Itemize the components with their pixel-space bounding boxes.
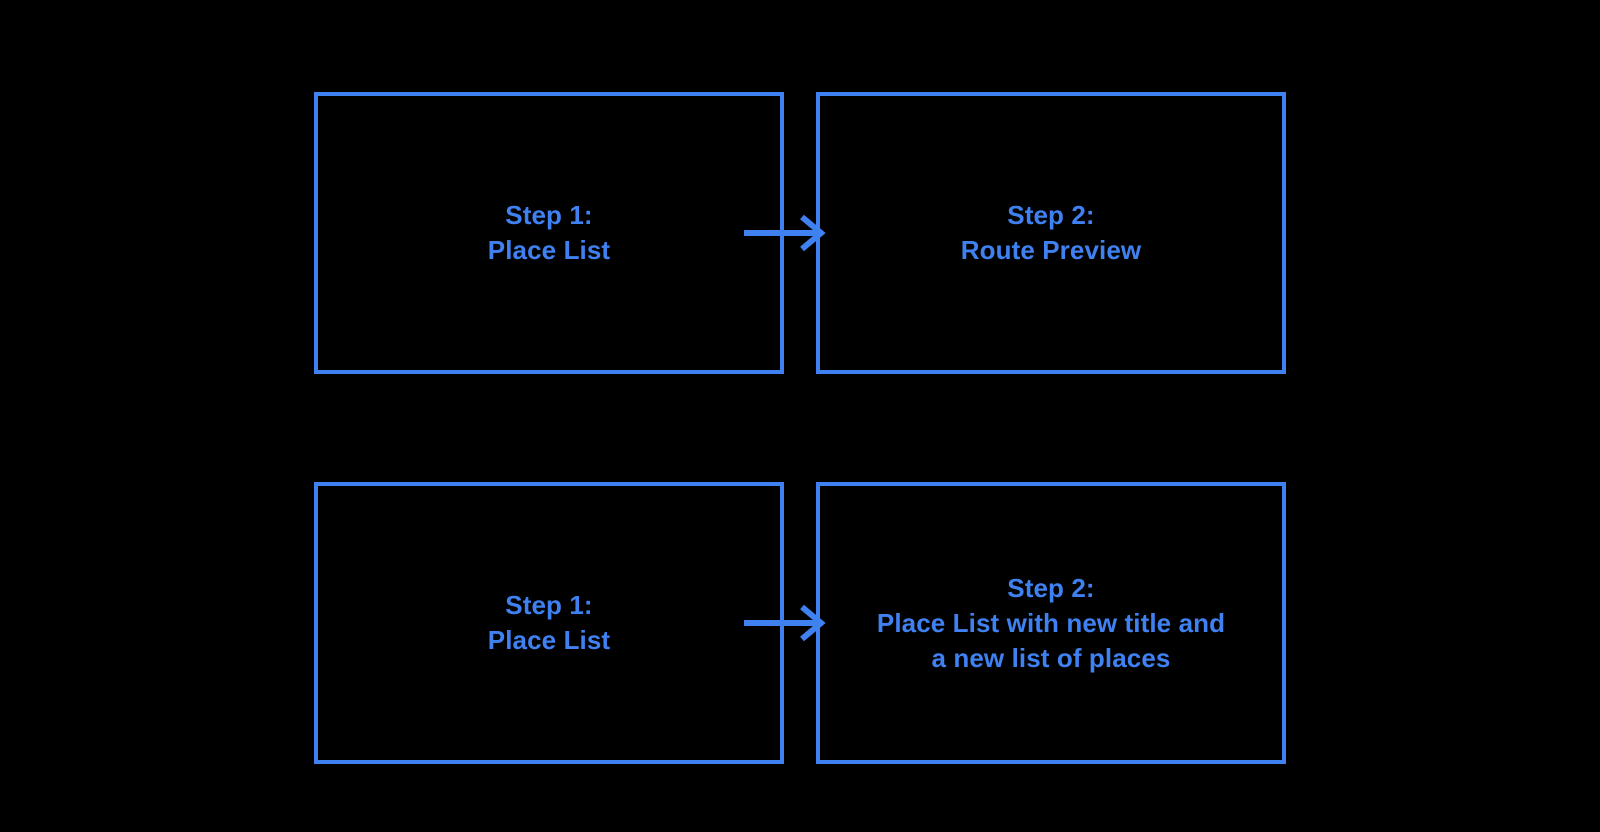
step-box-bottom-2[interactable]: Step 2: Place List with new title and a … <box>816 482 1286 764</box>
step-label-top-1: Step 1: Place List <box>487 200 611 265</box>
step-label-bottom-1: Step 1: Place List <box>487 590 611 655</box>
flow-row-top: Step 1: Place List Step 2: Route Preview <box>0 92 1600 382</box>
step-label-top-2: Step 2: Route Preview <box>960 200 1142 265</box>
step-box-bottom-1[interactable]: Step 1: Place List <box>314 482 784 764</box>
step-box-top-2[interactable]: Step 2: Route Preview <box>816 92 1286 374</box>
step-label-bottom-2: Step 2: Place List with new title and a … <box>876 572 1226 673</box>
flow-row-bottom: Step 1: Place List Step 2: Place List wi… <box>0 482 1600 772</box>
step-box-top-1[interactable]: Step 1: Place List <box>314 92 784 374</box>
